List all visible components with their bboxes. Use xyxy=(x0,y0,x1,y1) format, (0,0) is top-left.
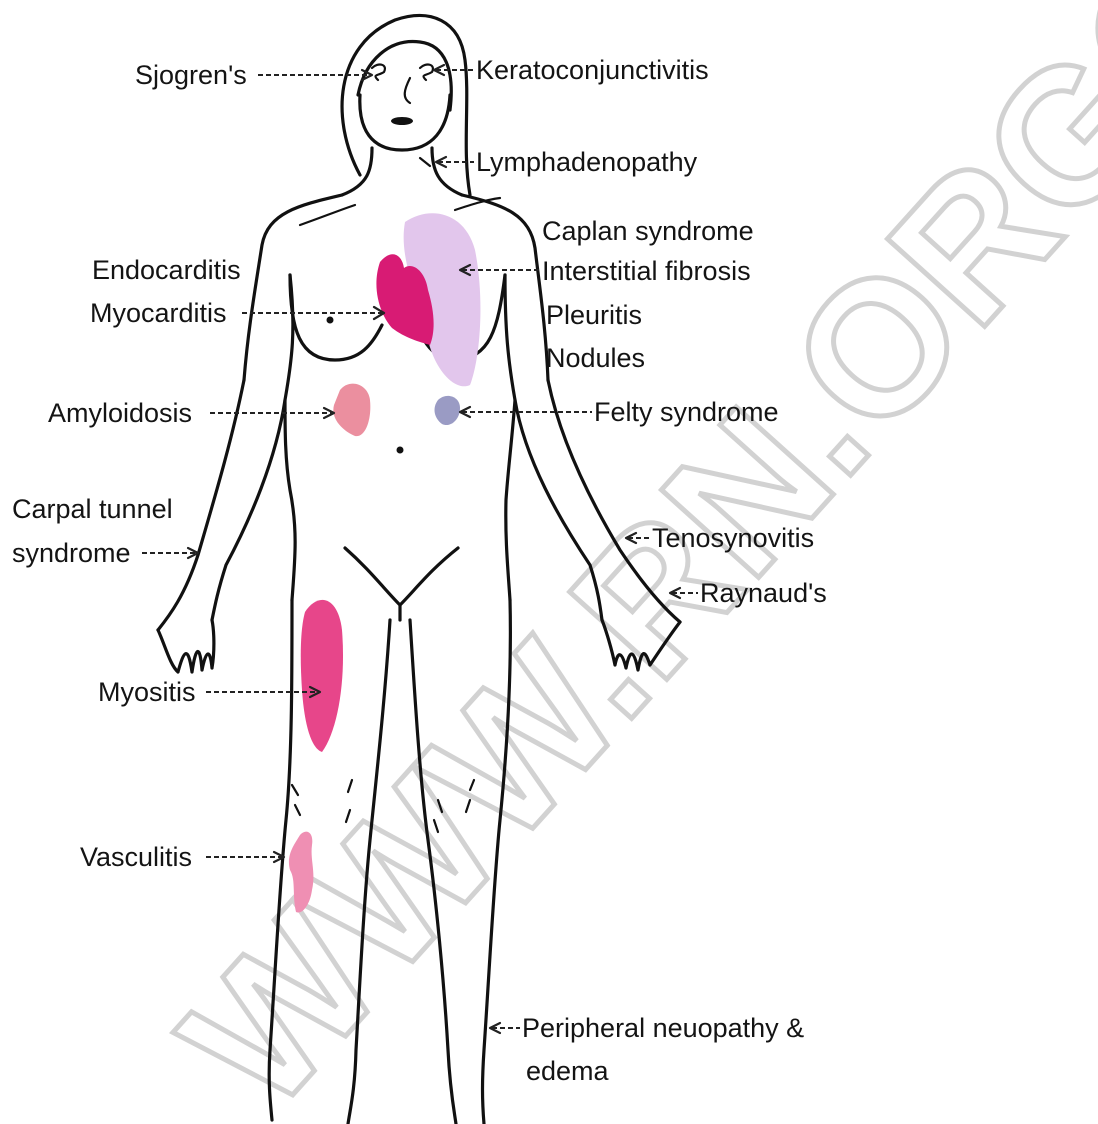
label-vasculitis: Vasculitis xyxy=(80,842,192,872)
label-carpal-line1: Carpal tunnel xyxy=(12,494,173,524)
nose xyxy=(405,78,410,103)
label-raynauds: Raynaud's xyxy=(700,578,827,608)
label-tenosynovitis: Tenosynovitis xyxy=(652,523,814,553)
kidney xyxy=(333,384,370,436)
label-peripheral-line1: Peripheral neuopathy & xyxy=(522,1013,804,1043)
label-amyloidosis: Amyloidosis xyxy=(48,398,192,428)
label-interstitial: Interstitial fibrosis xyxy=(542,256,751,286)
label-peripheral-line2: edema xyxy=(526,1056,610,1086)
label-myositis: Myositis xyxy=(98,677,196,707)
navel xyxy=(397,447,404,454)
throat xyxy=(420,158,430,166)
left-breast xyxy=(290,275,382,360)
label-keratoconjunctivitis: Keratoconjunctivitis xyxy=(476,55,709,85)
label-caplan: Caplan syndrome xyxy=(542,216,754,246)
mouth xyxy=(391,117,413,125)
label-sjogrens: Sjogren's xyxy=(135,60,247,90)
label-pleuritis: Pleuritis xyxy=(546,300,642,330)
label-endocarditis: Endocarditis xyxy=(92,255,241,285)
left-hand xyxy=(158,620,214,672)
right-eye xyxy=(420,65,433,80)
label-myocarditis: Myocarditis xyxy=(90,298,227,328)
right-waist xyxy=(506,400,515,600)
groin-lines xyxy=(345,548,458,605)
neck-right xyxy=(432,148,462,195)
label-nodules: Nodules xyxy=(546,343,645,373)
thigh-muscle xyxy=(301,600,343,752)
spleen xyxy=(435,396,460,425)
label-carpal-line2: syndrome xyxy=(12,538,131,568)
label-lymphadenopathy: Lymphadenopathy xyxy=(476,147,698,177)
left-nipple xyxy=(327,317,334,324)
left-eye xyxy=(372,65,385,80)
left-waist xyxy=(285,400,295,600)
left-clavicle xyxy=(300,205,355,225)
label-felty: Felty syndrome xyxy=(594,397,779,427)
